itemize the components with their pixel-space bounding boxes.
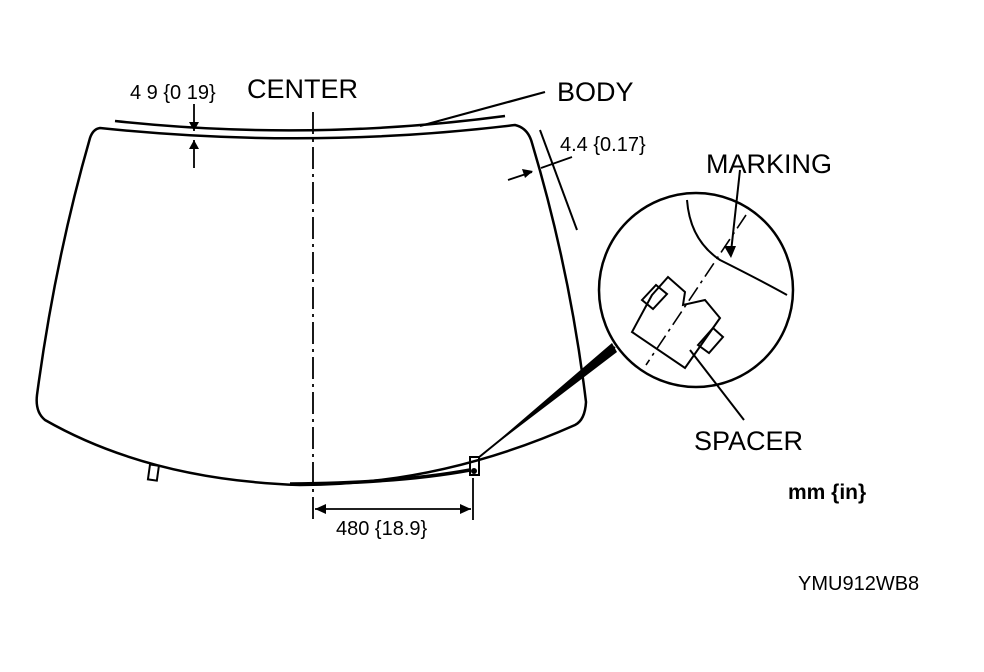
detail-glass-edge [686, 199, 788, 296]
body-label: BODY [557, 77, 634, 107]
body-leader-line [419, 90, 546, 128]
detail-spacer-tab-right [696, 326, 725, 355]
detail-spacer-tab-left [640, 283, 669, 311]
top-gap-label: 4 9 {0 19} [130, 82, 216, 104]
body-pillar-edge [539, 129, 578, 231]
top-gap-arrowhead-upper [189, 122, 199, 131]
spacer-left [146, 463, 161, 482]
spacing-arrowhead-right [460, 504, 471, 514]
marking-arrowhead [724, 246, 736, 258]
marking-leader [730, 169, 741, 253]
detail-marking-line [645, 214, 747, 366]
side-gap-leader [540, 156, 573, 169]
side-gap-arrowhead [522, 169, 533, 178]
spacer-label: SPACER [694, 426, 803, 456]
figure-code-label: YMU912WB8 [798, 573, 919, 595]
glass-bottom-edge [289, 468, 471, 486]
detail-circle [597, 191, 795, 389]
marking-label: MARKING [706, 149, 832, 179]
spacer-leader [689, 349, 745, 421]
spacing-arrowhead-left [315, 504, 326, 514]
top-gap-arrowhead-lower [189, 140, 199, 149]
detail-leader-line [477, 346, 616, 459]
detail-spacer-shape [630, 275, 722, 370]
spacer-right [469, 456, 480, 476]
body-roof-edge [114, 114, 506, 132]
center-label: CENTER [247, 74, 358, 104]
units-label: mm {in} [788, 481, 866, 504]
side-gap-label: 4.4 {0.17} [560, 134, 646, 156]
spacing-label: 480 {18.9} [336, 518, 428, 540]
spacer-right-mark [471, 468, 477, 474]
windshield-glass-outline [35, 123, 588, 487]
